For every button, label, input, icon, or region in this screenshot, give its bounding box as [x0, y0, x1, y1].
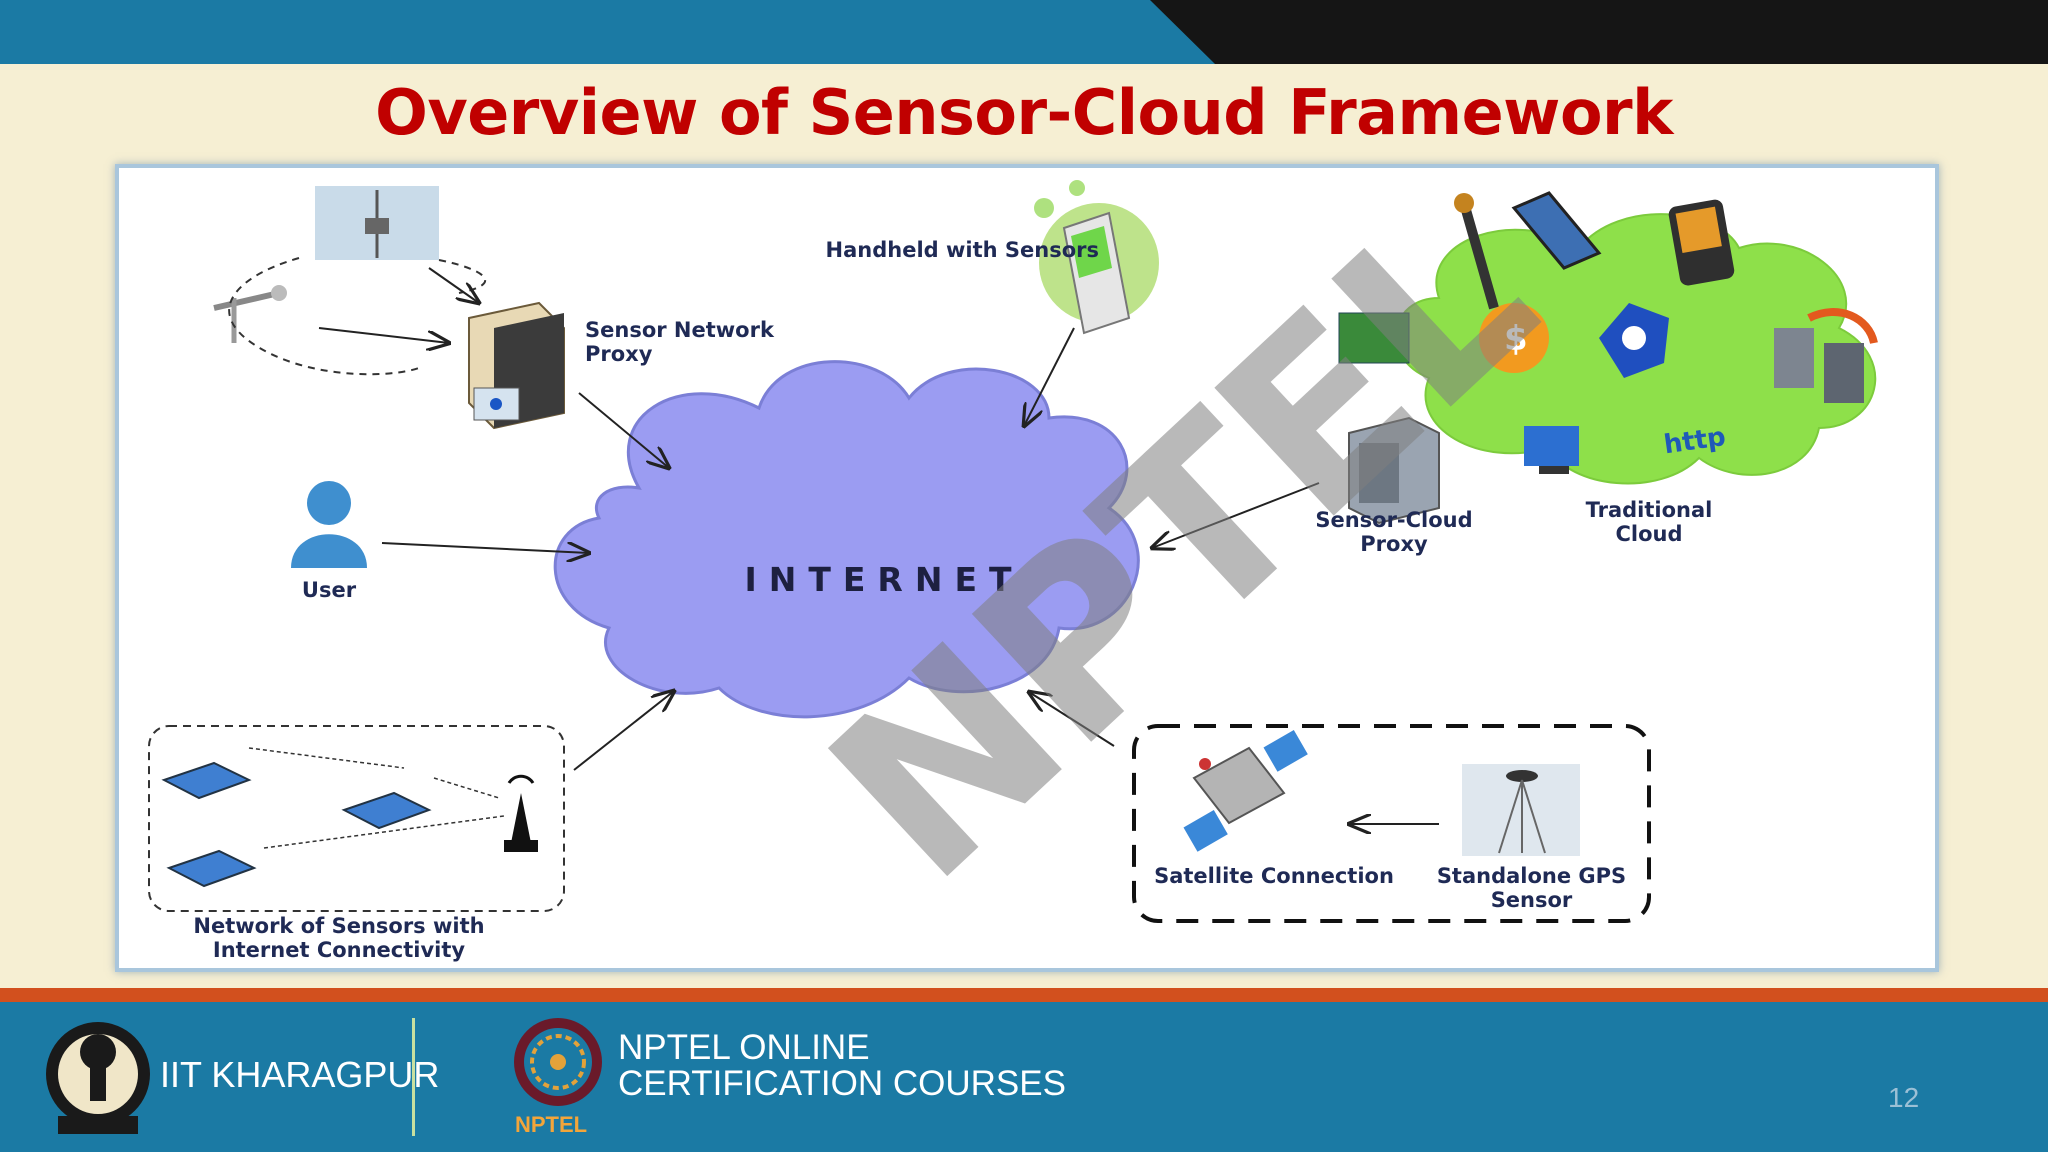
course-title-line1: NPTEL ONLINE: [618, 1028, 870, 1067]
anemometer-icon: [213, 285, 287, 343]
satellite-icon: [1183, 730, 1308, 852]
slide-title: Overview of Sensor-Cloud Framework: [375, 76, 1673, 149]
handheld-label: Handheld with Sensors: [825, 238, 1099, 262]
lock-icon: [1599, 303, 1669, 378]
antenna-icon: [504, 774, 538, 852]
satellite-label: Satellite Connection: [1154, 864, 1394, 888]
institute-name: IIT KHARAGPUR: [160, 1054, 440, 1095]
iit-emblem-icon: [46, 1022, 150, 1134]
internet-label: INTERNET: [744, 560, 1024, 599]
handheld-phone-icon: [1034, 180, 1159, 335]
wrench-icon: [1454, 193, 1499, 310]
gps-label: Standalone GPS Sensor: [1436, 864, 1627, 912]
nptel-logo-caption: NPTEL: [515, 1112, 588, 1137]
rack-server-icon: [1348, 416, 1440, 525]
top-banner: [0, 0, 2048, 64]
network-of-sensors-label: Network of Sensors with Internet Connect…: [193, 914, 485, 962]
server-pair-icon: [1774, 308, 1878, 403]
page-number: 12: [1888, 1082, 1920, 1113]
sensor-network-proxy-label: Sensor Network Proxy: [585, 318, 774, 366]
dollar-icon: $: [1479, 303, 1549, 373]
footer-stripe: [0, 988, 2048, 1002]
user-icon: [291, 481, 367, 568]
diagram-panel: $ http: [115, 157, 1939, 972]
footer-bar: [0, 1002, 2048, 1152]
footer-divider: [412, 1018, 415, 1136]
server-icon: [468, 301, 565, 430]
smartphone-icon: [1668, 199, 1735, 286]
computer-icon: [1524, 426, 1579, 474]
sensor-mote-icon: [161, 761, 432, 888]
chip-icon: [1338, 312, 1410, 364]
tablet-icon: [1511, 191, 1602, 270]
traditional-cloud-label: Traditional Cloud: [1585, 498, 1713, 546]
weather-station-icon: [315, 186, 439, 260]
user-label: User: [301, 578, 357, 602]
internet-cloud: [553, 360, 1140, 719]
gps-tripod-icon: [1462, 764, 1580, 856]
course-title-line2: CERTIFICATION COURSES: [618, 1064, 1066, 1103]
sensor-cloud-proxy-label: Sensor-Cloud Proxy: [1315, 508, 1473, 556]
nptel-logo-icon: [514, 1018, 602, 1106]
svg-text:$: $: [1504, 319, 1528, 359]
